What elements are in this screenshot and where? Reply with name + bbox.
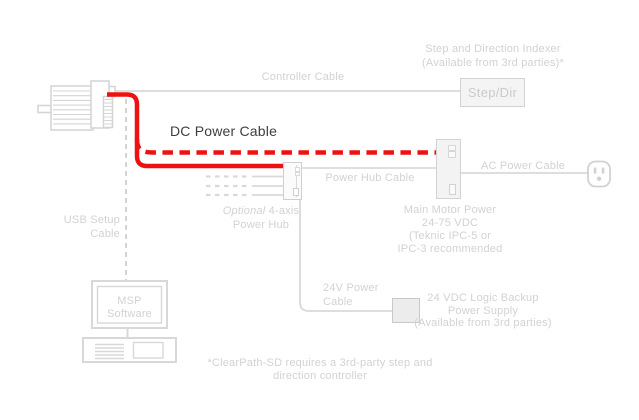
optional-word: Optional: [222, 205, 266, 217]
24v-cable-line2: Cable: [323, 295, 353, 308]
backup-label-line2: Power Supply: [447, 304, 519, 317]
msp-label-line1: MSP: [117, 295, 142, 307]
dc-power-cable-solid: [107, 92, 284, 169]
ac-power-cable-label: AC Power Cable: [480, 160, 566, 172]
24v-power-cable-line: [299, 200, 392, 312]
footnote: *ClearPath-SD requires a 3rd-party step …: [186, 357, 454, 383]
backup-supply-label: 24 VDC Logic Backup Power Supply (Availa…: [412, 292, 554, 330]
footnote-line2: direction controller: [273, 370, 367, 382]
power-switch-mark: [447, 151, 456, 158]
backup-supply-box: [392, 298, 420, 323]
msp-software-label: MSP Software: [97, 295, 162, 321]
usb-setup-cable-label: USB Setup Cable: [58, 214, 120, 241]
usb-label-line1: USB Setup: [63, 214, 120, 226]
ac-outlet-icon: [587, 160, 611, 188]
dc-power-cable-label: DC Power Cable: [170, 123, 278, 139]
main-motor-power-label: Main Motor Power 24-75 VDC (Teknic IPC-5…: [383, 204, 517, 256]
main-power-line4: IPC-3 recommended: [397, 243, 503, 255]
step-indexer-note-line2: (Available from 3rd parties)*: [422, 56, 564, 69]
computer-icon: [82, 280, 177, 363]
main-power-line3: (Teknic IPC-5 or: [408, 230, 492, 242]
power-hub-cable-label: Power Hub Cable: [325, 172, 415, 184]
main-power-line1: Main Motor Power: [403, 204, 497, 216]
hub-mark: [295, 171, 300, 176]
hub-divider: [296, 165, 297, 197]
power-slot: [449, 184, 456, 195]
hub-mark: [295, 167, 300, 172]
backup-label-line3: (Available from 3rd parties): [414, 317, 552, 329]
step-indexer-note-line1: Step and Direction Indexer: [425, 43, 561, 55]
hub-slot: [293, 188, 299, 196]
optional-hub-label-line2: Power Hub: [232, 219, 290, 231]
step-indexer-note: Step and Direction Indexer (Available fr…: [412, 43, 574, 70]
power-hub-box: [283, 162, 302, 200]
controller-cable-label: Controller Cable: [261, 71, 345, 83]
msp-label-line2: Software: [106, 308, 152, 320]
axis-word: 4-axis: [268, 205, 300, 217]
optional-hub-label: Optional 4-axis Power Hub: [213, 204, 309, 232]
24v-cable-line1: 24V Power: [323, 282, 379, 294]
step-dir-box: Step/Dir: [460, 78, 525, 107]
main-power-line2: 24-75 VDC: [421, 217, 479, 229]
power-switch-mark: [447, 144, 456, 151]
24v-power-cable-label: 24V Power Cable: [323, 282, 379, 309]
backup-label-line1: 24 VDC Logic Backup: [427, 292, 539, 304]
dc-power-cable-dashed: [134, 138, 436, 155]
motor-icon: [37, 80, 116, 131]
optional-hub-label-line1: Optional 4-axis: [213, 204, 309, 218]
main-motor-power-box: [436, 139, 461, 199]
footnote-line1: *ClearPath-SD requires a 3rd-party step …: [207, 357, 433, 369]
usb-label-line2: Cable: [90, 227, 120, 240]
